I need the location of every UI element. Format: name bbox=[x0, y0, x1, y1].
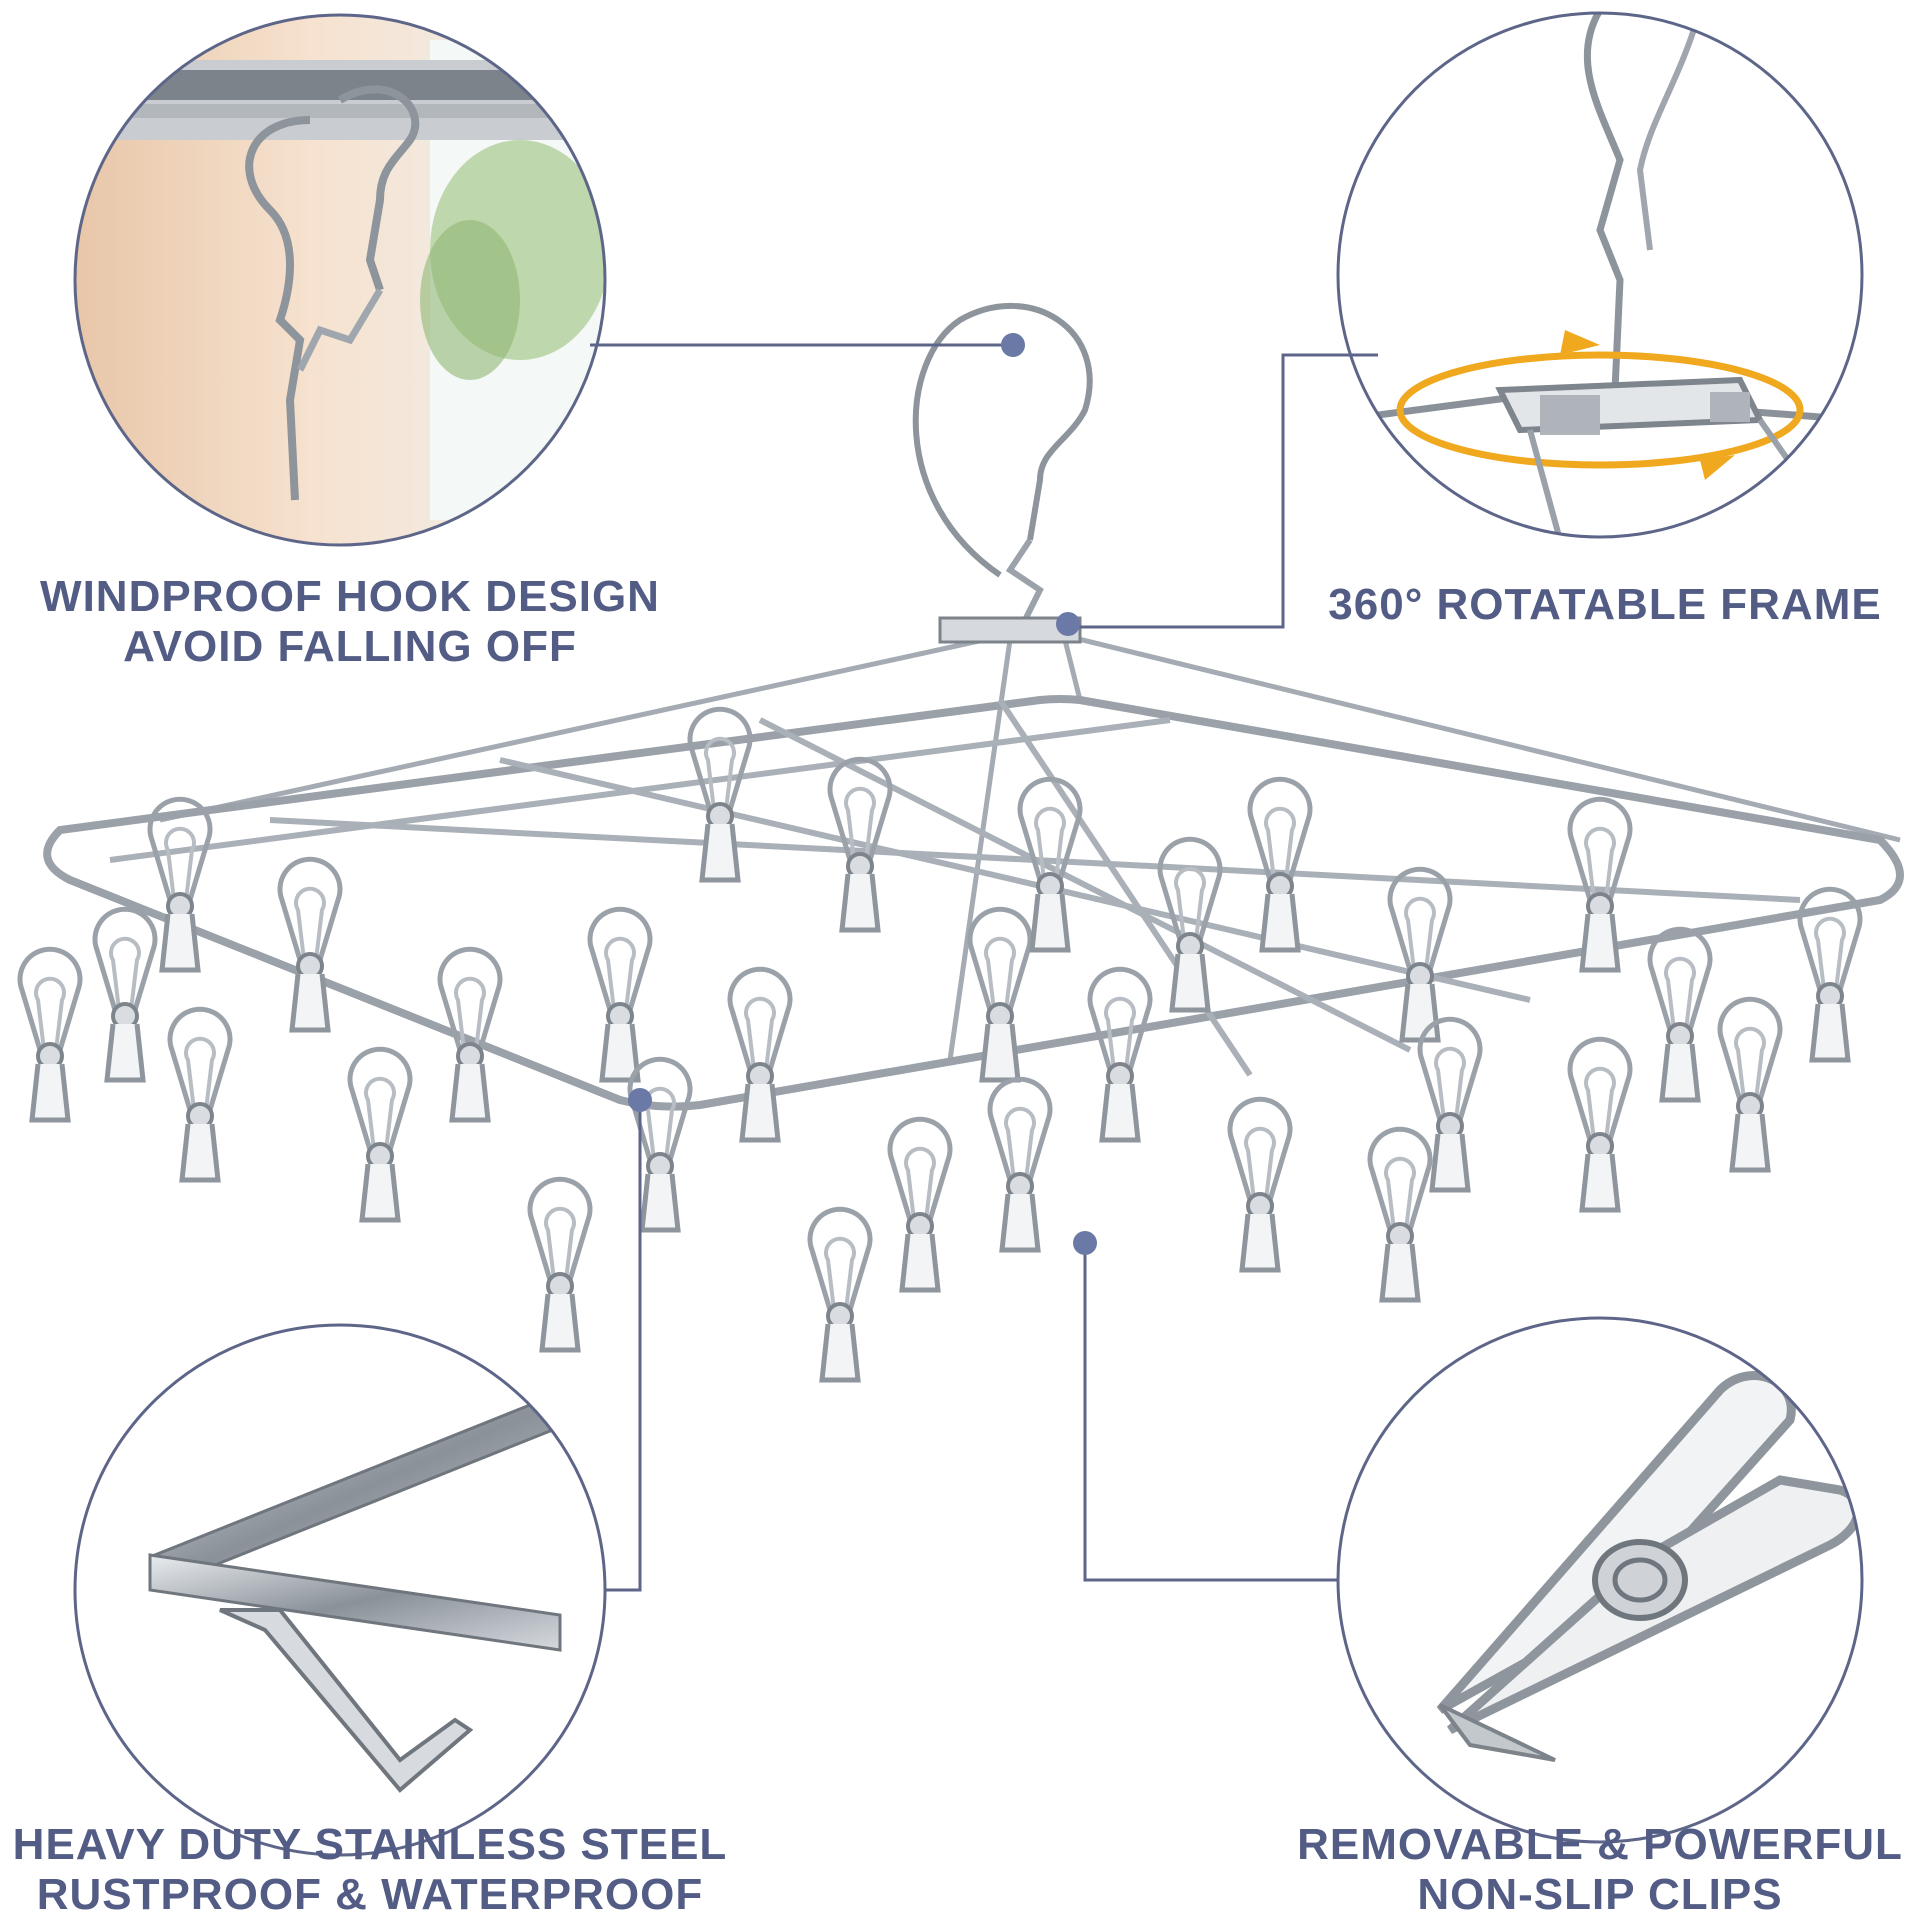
callout-line-clips bbox=[1083, 1243, 1338, 1582]
callout-dot-clips bbox=[1073, 1231, 1097, 1255]
steel-feature-caption: HEAVY DUTY STAINLESS STEEL RUSTPROOF & W… bbox=[0, 1820, 740, 1920]
clips-caption-line-1: REMOVABLE & POWERFUL bbox=[1297, 1820, 1903, 1869]
frame-caption-line-1: 360° ROTATABLE FRAME bbox=[1328, 580, 1882, 629]
steel-caption-line-1: HEAVY DUTY STAINLESS STEEL bbox=[12, 1820, 728, 1869]
callout-line-steel bbox=[605, 1105, 642, 1592]
clips-caption-line-2: NON-SLIP CLIPS bbox=[1417, 1870, 1783, 1919]
callout-dot-frame bbox=[1056, 612, 1080, 636]
frame-feature-caption: 360° ROTATABLE FRAME bbox=[1290, 580, 1920, 630]
hook-caption-line-1: WINDPROOF HOOK DESIGN bbox=[40, 572, 660, 621]
clips-feature-caption: REMOVABLE & POWERFUL NON-SLIP CLIPS bbox=[1280, 1820, 1920, 1920]
rotatable-frame-detail-photo bbox=[1336, 11, 1864, 539]
callout-line-frame bbox=[1068, 353, 1378, 629]
hook-caption-line-2: AVOID FALLING OFF bbox=[123, 622, 577, 671]
hook-detail-photo bbox=[73, 13, 607, 547]
callout-dots bbox=[628, 333, 1097, 1255]
steel-frame-detail-photo bbox=[73, 1323, 607, 1857]
steel-caption-line-2: RUSTPROOF & WATERPROOF bbox=[36, 1870, 704, 1919]
hook-feature-caption: WINDPROOF HOOK DESIGN AVOID FALLING OFF bbox=[20, 572, 680, 672]
callout-dot-steel bbox=[628, 1088, 652, 1112]
callout-connectors bbox=[590, 343, 1378, 1592]
clip-detail-photo bbox=[1336, 1316, 1864, 1844]
clothes-hanger-product bbox=[43, 302, 1904, 1111]
callout-dot-hook bbox=[1001, 333, 1025, 357]
